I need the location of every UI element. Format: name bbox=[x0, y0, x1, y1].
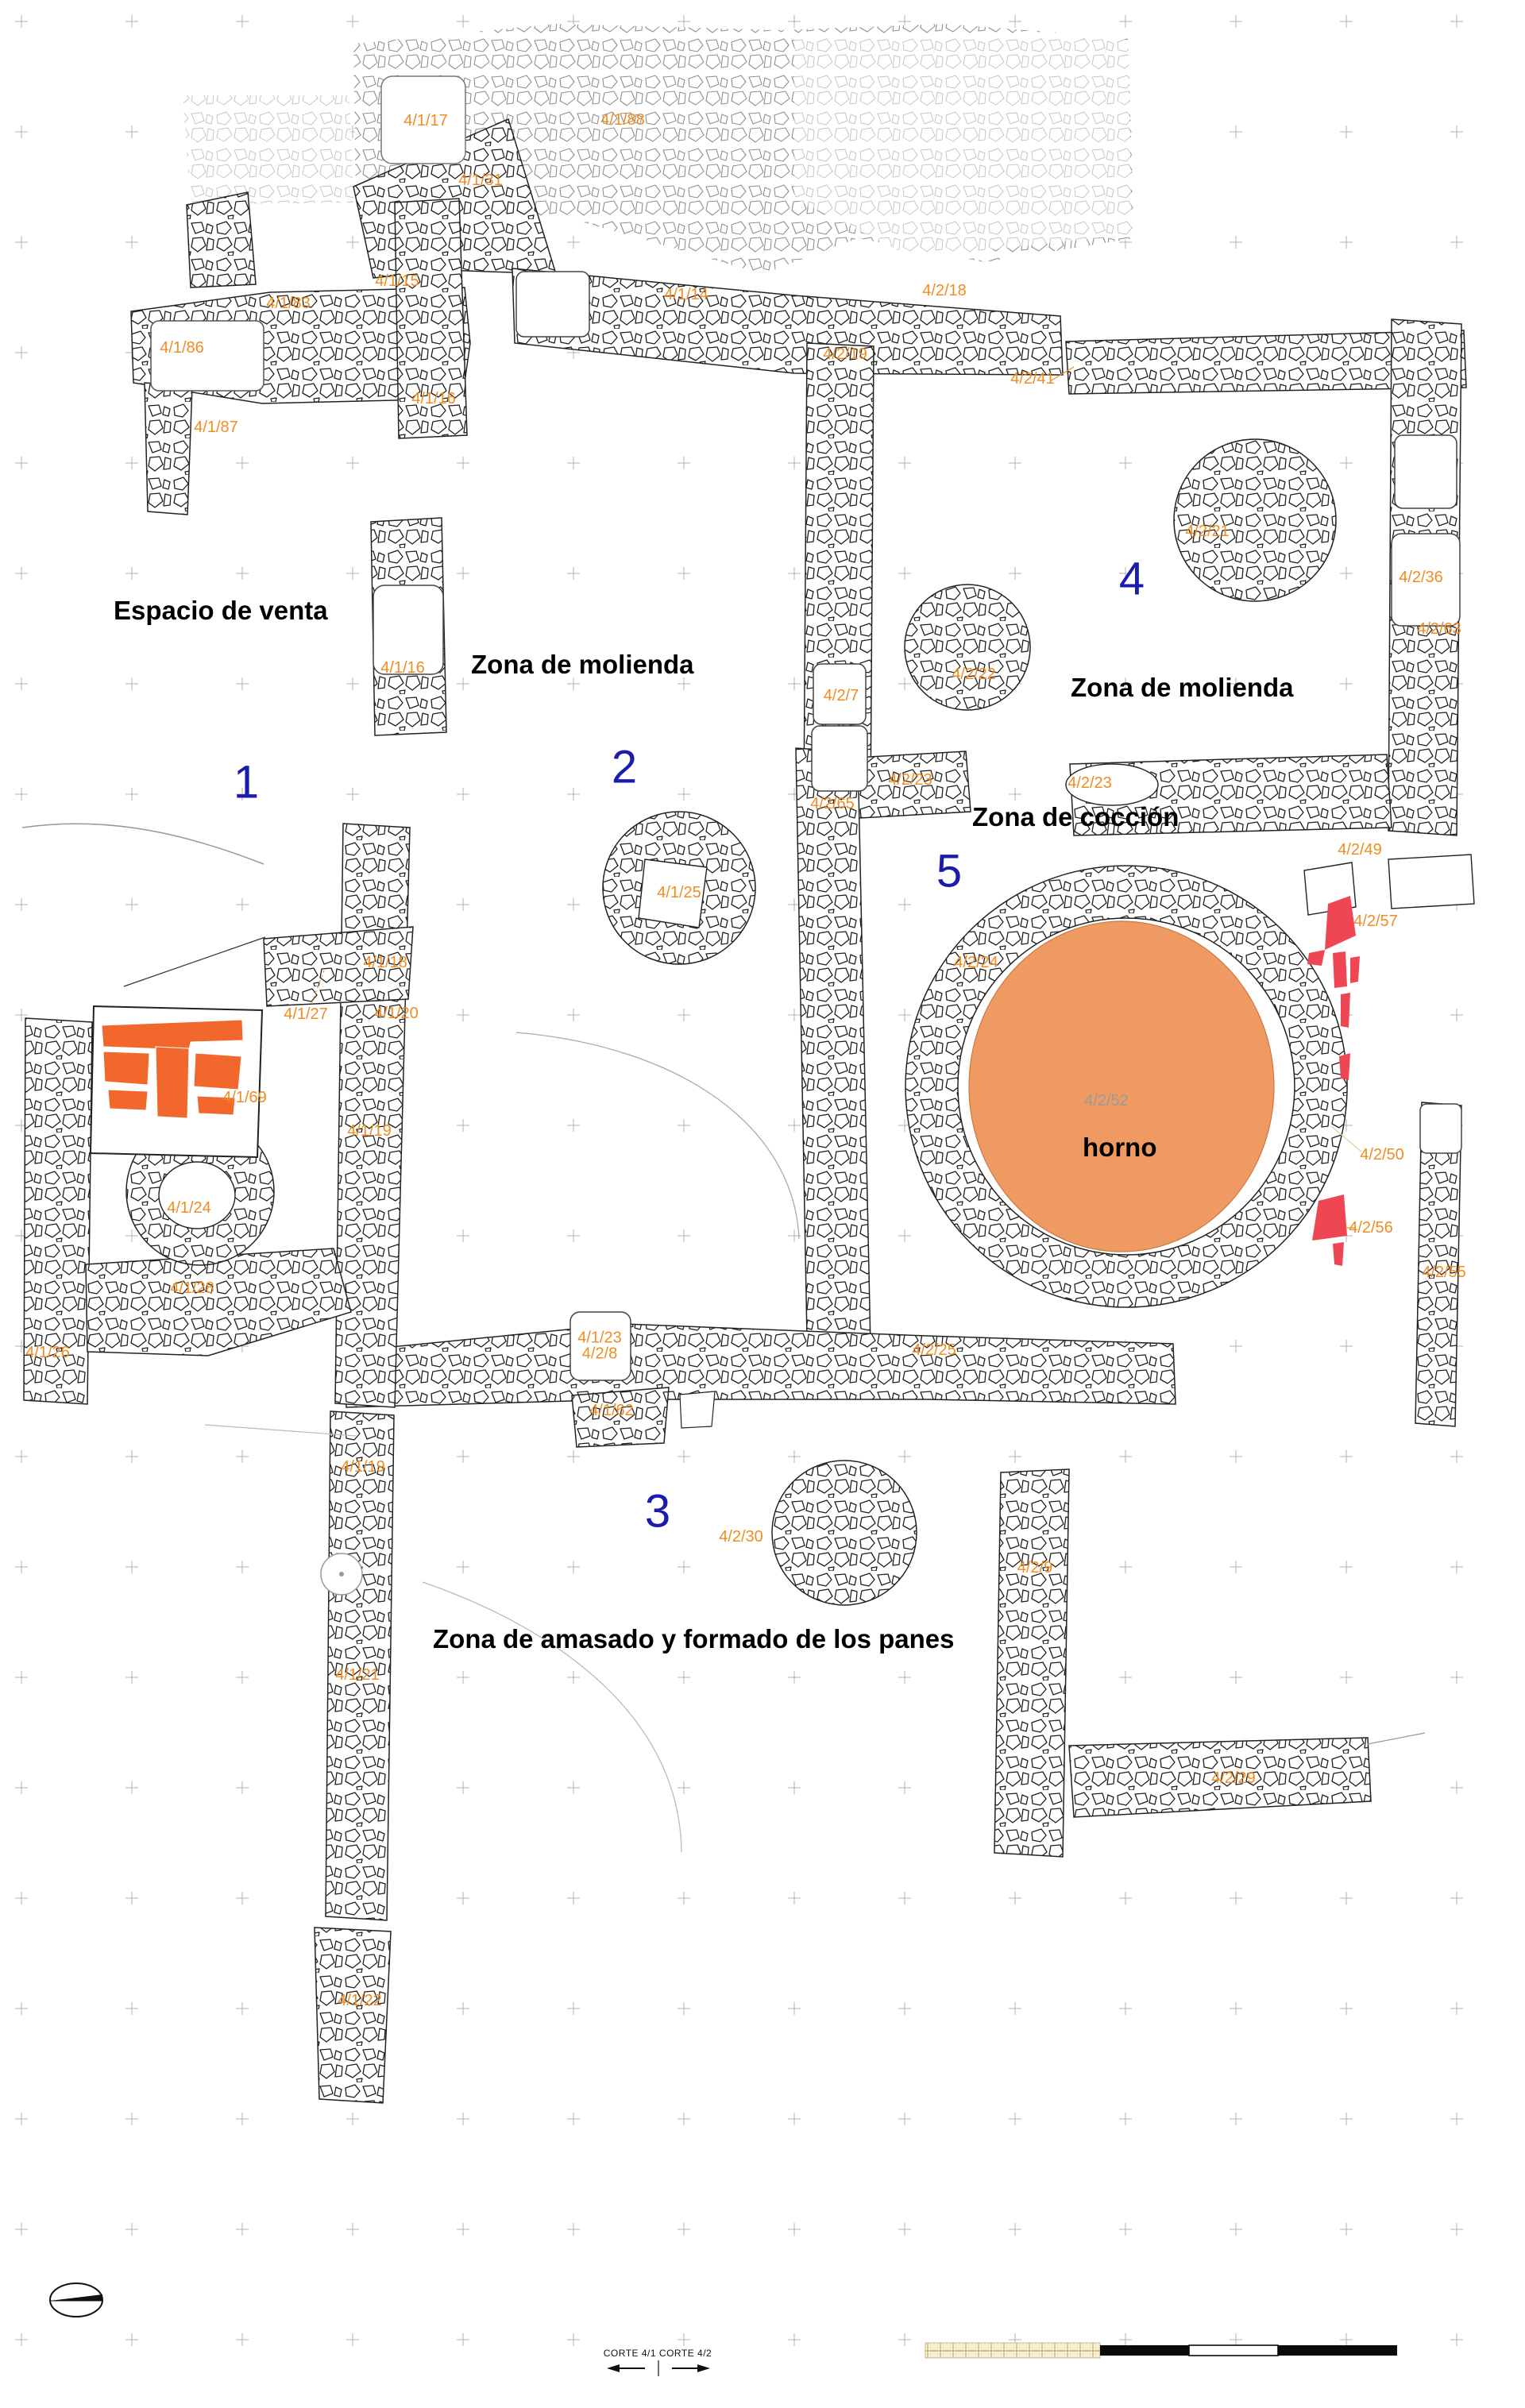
features bbox=[21, 75, 1475, 1853]
section-arrows-icon bbox=[607, 2360, 710, 2376]
section-label-left: CORTE 4/1 bbox=[603, 2348, 657, 2359]
brick-feature bbox=[89, 1005, 264, 1159]
leader-lines bbox=[311, 366, 1362, 1229]
scale-bar bbox=[925, 2342, 1397, 2359]
stone-block bbox=[380, 75, 466, 164]
footer-graphics bbox=[49, 2283, 1397, 2376]
section-note: CORTE 4/1 CORTE 4/2 bbox=[602, 2348, 713, 2359]
rubble-fields bbox=[183, 24, 1134, 274]
section-label-right: CORTE 4/2 bbox=[658, 2348, 712, 2359]
burnt-fragments bbox=[1307, 896, 1360, 1266]
north-arrow-icon bbox=[49, 2283, 103, 2317]
guide-lines bbox=[21, 823, 1426, 1853]
oven-floor bbox=[968, 920, 1275, 1252]
